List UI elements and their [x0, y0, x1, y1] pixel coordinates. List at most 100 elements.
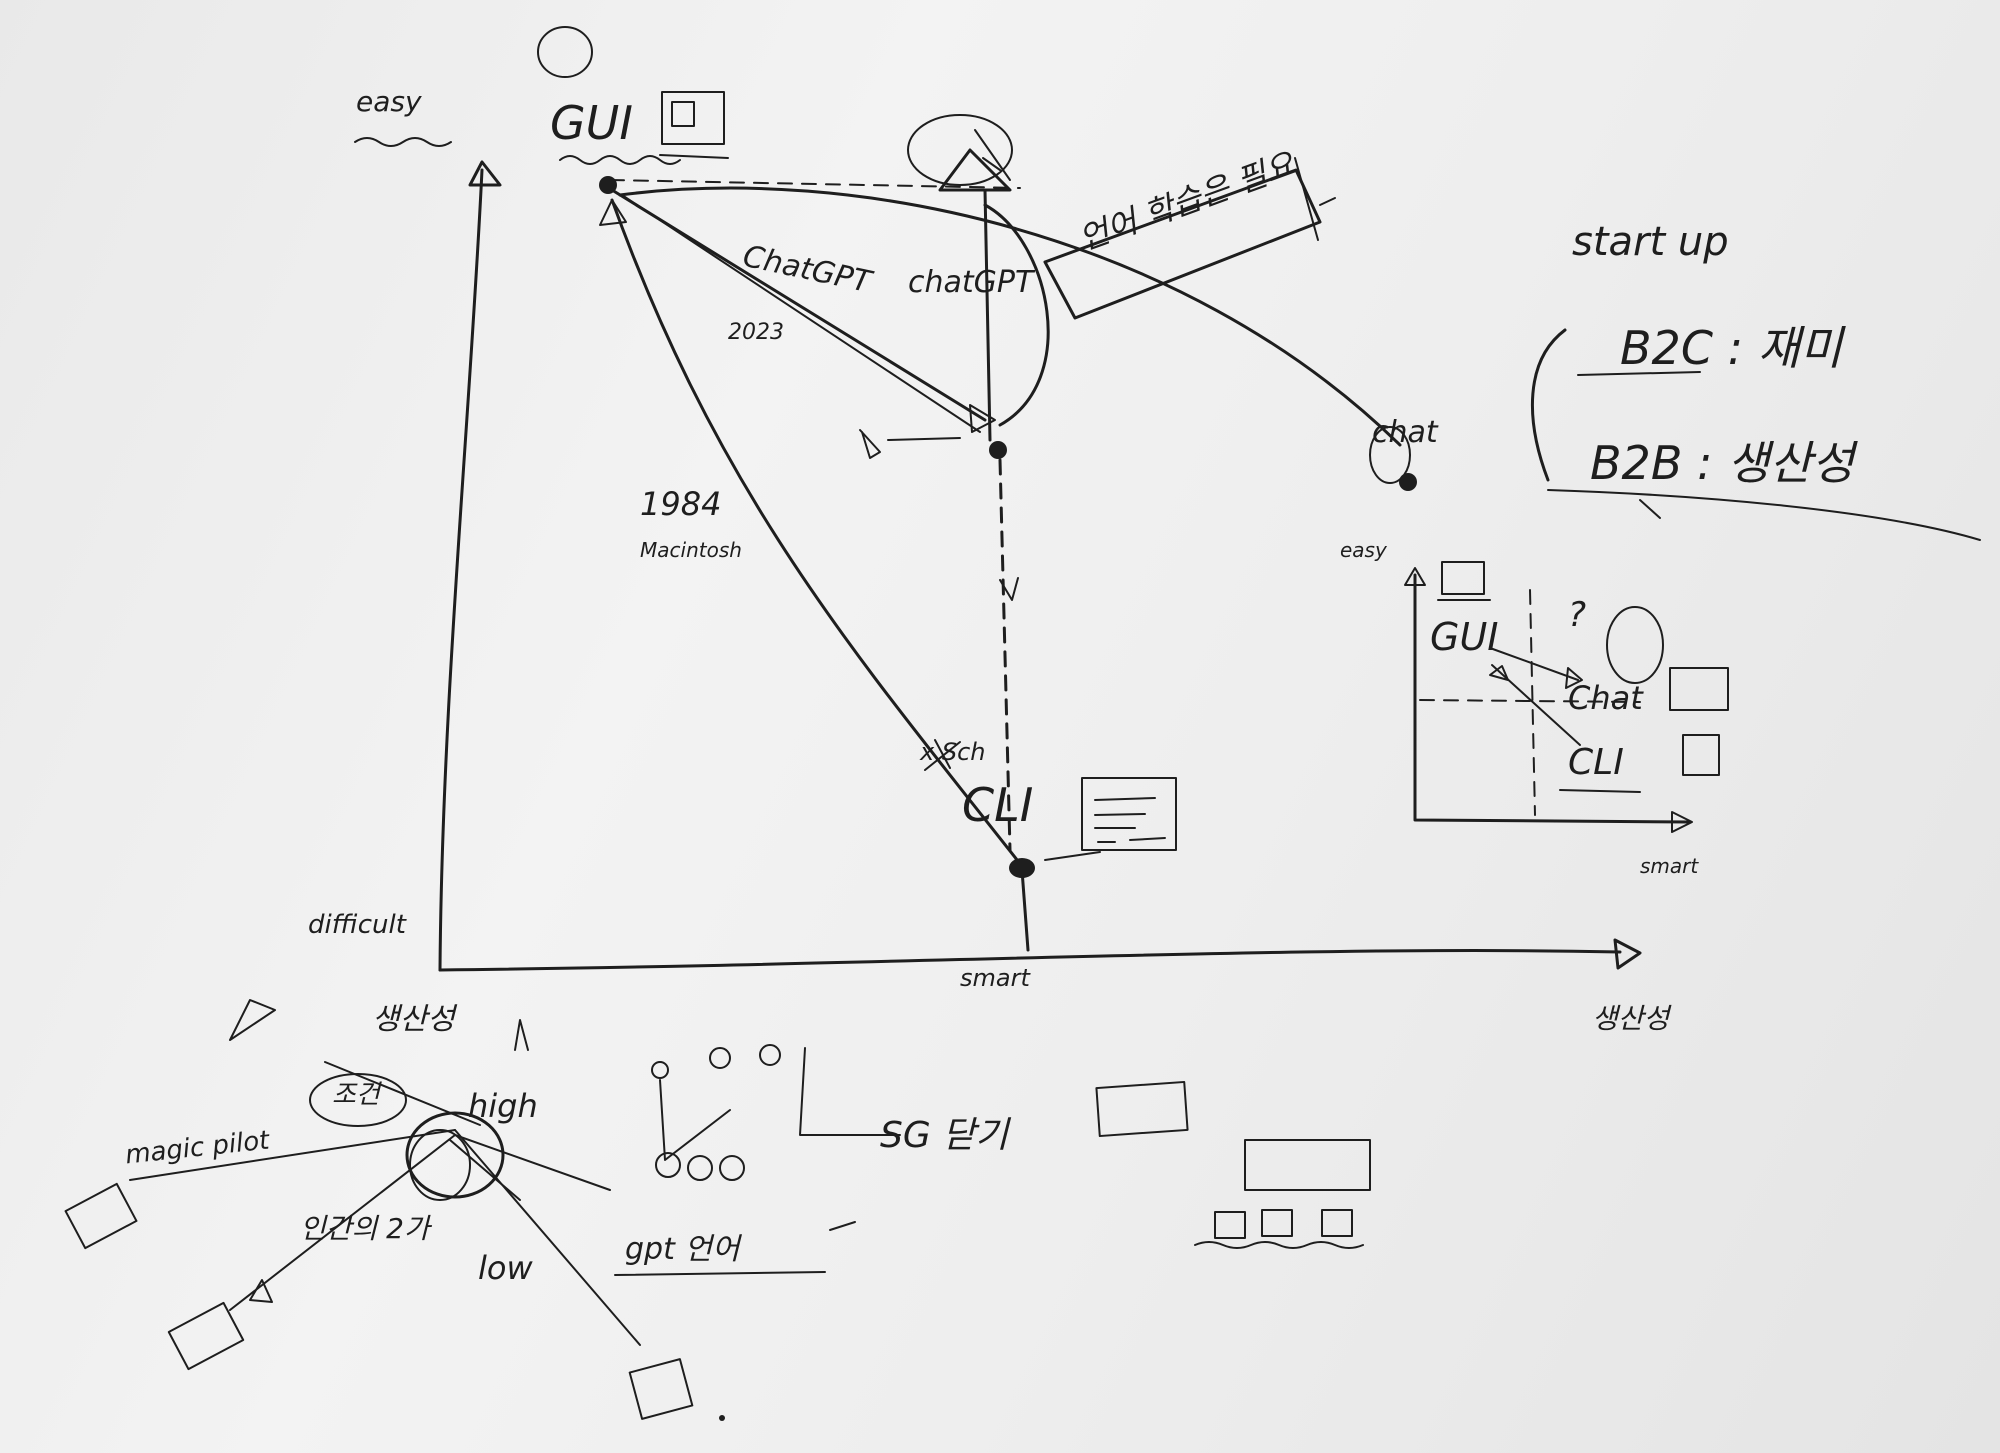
cli-stem [1020, 868, 1030, 952]
chat-node [1369, 426, 1417, 491]
x-mark [924, 739, 961, 771]
main-x-end-label: 생산성 [1592, 1002, 1670, 1035]
chat-label: chat [1372, 415, 1438, 450]
cli-to-gui-arrowhead [599, 199, 627, 226]
chatgpt-arrowhead [969, 404, 996, 433]
pen-mark-arrow [887, 437, 961, 441]
hub-line-1 [324, 1061, 481, 1126]
gui-underline-wave [559, 155, 681, 165]
dashed-arrow-tick [999, 577, 1019, 601]
mini-chat-arrowhead [1565, 667, 1583, 689]
gui-to-chatgpt-line [610, 188, 987, 422]
cli-node [924, 739, 1177, 952]
cli-point [1009, 858, 1035, 878]
chat-point [1399, 473, 1417, 491]
terminal-lines-icon [1094, 797, 1166, 843]
device-icon-left [64, 1182, 138, 1250]
option-circle-1 [651, 1061, 669, 1079]
mini-gui-to-chat [1489, 647, 1579, 681]
bottom-low-label: low [478, 1249, 533, 1287]
bottom-circled-label: 조건 [332, 1080, 380, 1110]
b2c-underline [1577, 371, 1701, 376]
hub-line-left [229, 1134, 456, 1311]
device-icon-bottom [628, 1358, 694, 1420]
gpt-underline [614, 1271, 826, 1276]
scribble-knot-1 [405, 1111, 505, 1199]
thumb-box-1 [1214, 1211, 1246, 1239]
small-box-top [1095, 1080, 1189, 1138]
stray-dot [719, 1415, 725, 1421]
top-cross-mark [974, 129, 1011, 181]
startup-title: start up [1572, 219, 1729, 265]
mini-chart [1404, 561, 1729, 833]
chatgpt-to-cli-dashed [998, 458, 1012, 852]
y-axis-line [438, 168, 484, 972]
top-circle [907, 114, 1013, 186]
down-arrow-stroke [514, 1019, 529, 1051]
hub-line-right [454, 1134, 611, 1191]
small-pen-mark [859, 429, 881, 459]
option-bracket [799, 1047, 901, 1136]
device-icon-lower-left [167, 1301, 245, 1371]
terminal-icon [1081, 777, 1177, 851]
hub-line-down [454, 1129, 641, 1346]
option-circle-6 [719, 1155, 745, 1181]
main-x-mid-label: smart [960, 964, 1030, 992]
b2b-underline [1547, 489, 1981, 541]
mini-gui-arrowhead [1489, 665, 1509, 681]
x-axis-arrowhead [1613, 938, 1642, 970]
bottom-productivity-label: 생산성 [372, 1002, 455, 1037]
main-axes [438, 160, 1642, 972]
gui-circle-mark [537, 26, 593, 78]
mini-v-dashed [1529, 589, 1536, 816]
bottom-sg-label: SG 닫기 [880, 1115, 1009, 1156]
main-y-bottom-label: difficult [308, 910, 406, 940]
thumb-box-3 [1321, 1209, 1353, 1237]
boxed-note-frame [1043, 168, 1322, 320]
monitor-window-icon [671, 101, 695, 127]
startup-bracket [1530, 328, 1567, 482]
mini-cli-box-icon [1682, 734, 1720, 776]
gui-to-cli-line [610, 198, 1027, 872]
gui-label: GUI [550, 96, 633, 150]
easy-underline-wave [354, 137, 452, 147]
startup-b2b: B2B : 생산성 [1590, 436, 1855, 490]
cli-label: CLI [962, 778, 1034, 832]
top-triangle [938, 148, 1012, 192]
bottom-cluster [64, 999, 725, 1421]
x-axis-line [438, 949, 1622, 972]
bottom-high-label: high [468, 1087, 538, 1125]
year-label: 2023 [728, 320, 784, 345]
option-circle-2 [709, 1047, 731, 1069]
startup-b2c: B2C : 재미 [1620, 321, 1843, 375]
b2b-tick [1639, 499, 1661, 519]
gpt-arrow [829, 1221, 856, 1231]
y-axis-arrowhead [468, 160, 502, 187]
mini-y-arrowhead [1404, 567, 1426, 586]
chatgpt-mid-label: chatGPT [908, 265, 1034, 300]
thumb-box-2 [1261, 1209, 1293, 1237]
circled-word [309, 1073, 407, 1127]
options-sketch [614, 1044, 901, 1276]
paper-plane-icon [229, 999, 276, 1041]
mini-monitor-icon [1441, 561, 1485, 595]
option-circle-3 [759, 1044, 781, 1066]
monitor-stand [659, 154, 729, 159]
top-loop-curve [983, 203, 1050, 427]
chat-circle [1369, 426, 1411, 484]
bottom-gpt-label: gpt 언어 [625, 1232, 740, 1267]
mini-gui-label: GUI [1430, 615, 1499, 659]
bottom-left-phrase: 인간의 2가 [300, 1212, 430, 1245]
year-marker-label: 1984 [640, 485, 722, 523]
top-node [907, 114, 1050, 442]
boxes-underline-wave [1194, 1241, 1364, 1249]
scribble-knot-2 [409, 1129, 471, 1201]
mini-x-label: smart [1640, 854, 1699, 878]
mini-cli-label: CLI [1568, 742, 1624, 783]
mini-question-label: ? [1568, 595, 1587, 635]
hub-line-low [449, 1139, 521, 1201]
mini-cli-underline [1559, 789, 1641, 793]
cli-pointer-line [1044, 851, 1101, 861]
